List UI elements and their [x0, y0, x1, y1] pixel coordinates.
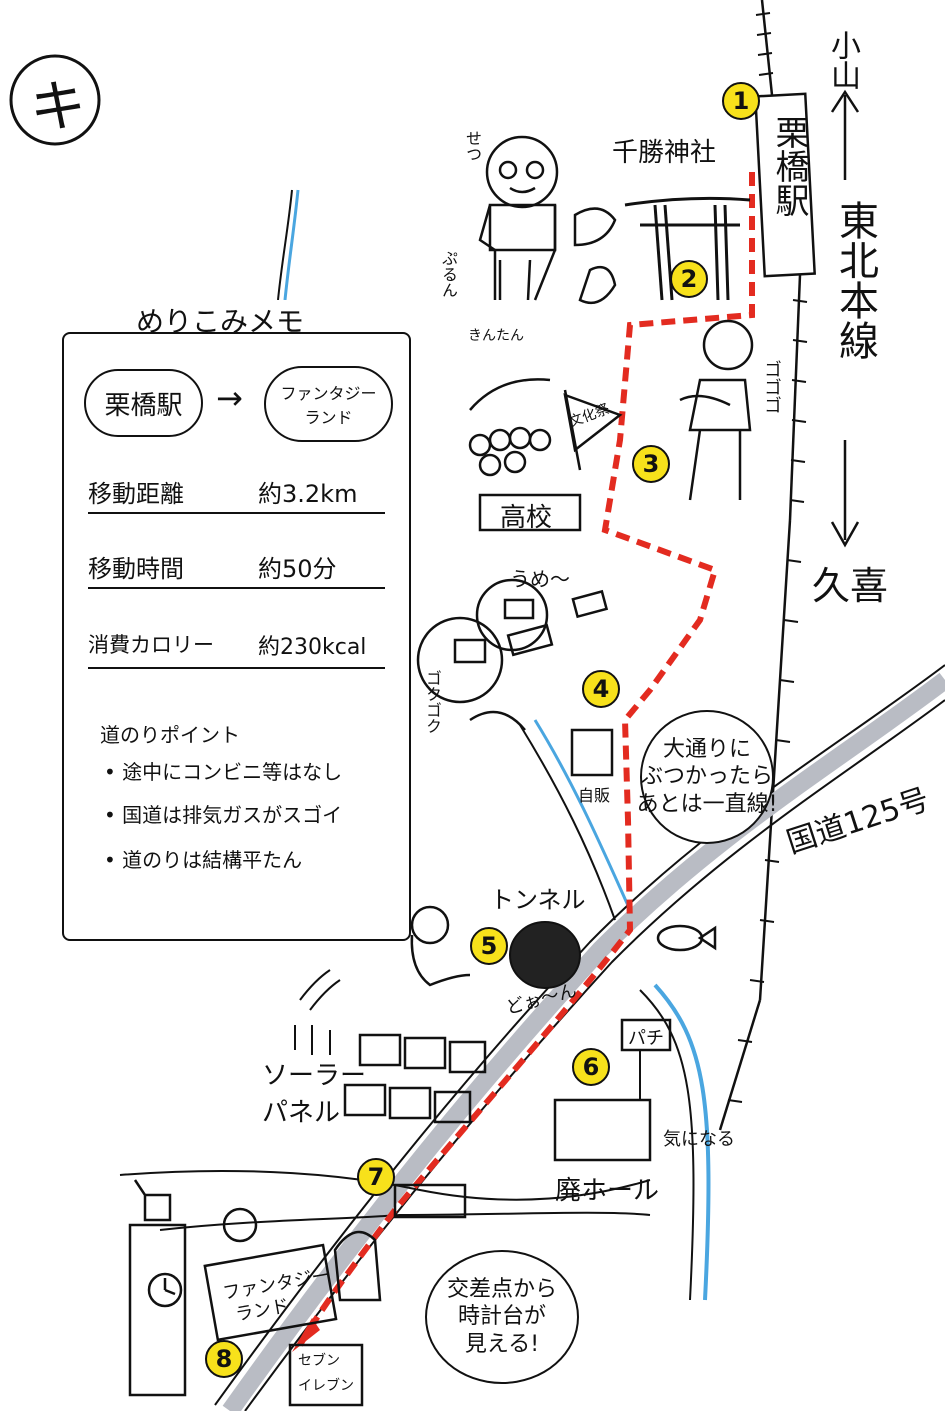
angry-man-illustration [679, 319, 754, 501]
marker-3: 3 [632, 445, 670, 483]
bridge-illustration [393, 1183, 467, 1219]
memo-to-destination: ファンタジーランド [264, 366, 393, 442]
vending-label: 自販 [578, 786, 611, 805]
tentacle-illustration [333, 1230, 382, 1302]
memo-points-title: 道のりポイント [100, 723, 240, 747]
memo-point-3: • 道のりは結構平たん [104, 848, 303, 872]
railway-ties [727, 12, 808, 1103]
south-destination: 久喜 [812, 564, 889, 608]
hall-illustration [553, 1098, 652, 1162]
tunnel-label: トンネル [490, 886, 586, 914]
tunnel-illustration [509, 921, 581, 989]
memo-point-2: • 国道は排気ガスがスゴイ [104, 803, 343, 827]
pachinko-sign [620, 1018, 672, 1052]
sfx-kinin: 気になる [663, 1129, 735, 1150]
station-box [754, 92, 816, 278]
marker-8: 8 [205, 1340, 243, 1378]
cuttlefish-illustration [573, 207, 617, 305]
solar-label-1: ソーラー [262, 1061, 367, 1091]
road-tip-bubble: 大通りに ぶつかったら あとは一直線! [637, 710, 777, 844]
marker-2: 2 [670, 260, 708, 298]
sfx-kintan: きんたん [468, 328, 524, 344]
seven-label-2: イレブン [298, 1378, 354, 1394]
school-illustration [468, 378, 623, 532]
direction-arrow [830, 89, 860, 548]
school-label: 高校 [500, 503, 553, 533]
hall-label: 廃ホール [555, 1176, 660, 1206]
route-arrowhead [292, 1318, 320, 1352]
ghost-illustration [410, 905, 471, 987]
memo-calorie-row: 消費カロリー 約230kcal [88, 619, 385, 669]
sun-rays-illustration [294, 969, 341, 1055]
solar-panels-illustration [343, 1033, 487, 1124]
torii-gate-illustration [624, 196, 751, 301]
pachinko-label: パチ [628, 1028, 664, 1049]
seven-eleven-box [288, 1343, 364, 1407]
page-mark-circle [9, 54, 101, 146]
sfx-gokugoku: ゴクゴク [423, 670, 442, 734]
page-mark: キ [30, 75, 86, 140]
marker-7: 7 [357, 1158, 395, 1196]
seven-label-1: セブン [298, 1353, 340, 1369]
railway-line-name: 東北本線 [832, 200, 878, 360]
skull-illustration [222, 1207, 258, 1243]
north-destination: 小山 [825, 30, 860, 90]
side-road [119, 1169, 651, 1201]
marker-1: 1 [722, 82, 760, 120]
walking-route [297, 172, 755, 1347]
setsu-person-illustration [478, 135, 559, 301]
fish-illustration [656, 924, 717, 952]
creek-upper [277, 189, 293, 301]
river-right [639, 989, 695, 1301]
sfx-setsu: せつ [463, 130, 482, 162]
station-name: 栗橋駅 [769, 115, 809, 217]
sfx-puron: ぷるん [439, 250, 458, 298]
marker-5: 5 [470, 927, 508, 965]
memo-point-1: • 途中にコンビニ等はなし [104, 760, 343, 784]
solar-label-2: パネル [262, 1098, 341, 1128]
marker-6: 6 [572, 1048, 610, 1086]
marker-4: 4 [582, 670, 620, 708]
creek-lower [519, 724, 616, 921]
national-road-125 [222, 672, 945, 1411]
fantasy-land-sign [203, 1243, 338, 1342]
memo-time-row: 移動時間 約50分 [88, 539, 385, 589]
memo-arrow: → [216, 379, 243, 417]
clock-tip-bubble: 交差点から 時計台が 見える! [425, 1250, 579, 1384]
drinking-men-illustration [416, 578, 609, 731]
sfx-gogogo: ゴゴゴ [761, 360, 782, 414]
sfx-ume: うめ〜 [510, 567, 570, 591]
memo-box: 栗橋駅 → ファンタジーランド 移動距離 約3.2km 移動時間 約50分 消費… [62, 332, 411, 941]
shrine-label: 千勝神社 [612, 138, 717, 168]
memo-distance-row: 移動距離 約3.2km [88, 464, 385, 514]
vending-machine-illustration [570, 728, 614, 777]
memo-from-station: 栗橋駅 [84, 369, 203, 437]
clock-tower-illustration [128, 1179, 187, 1397]
